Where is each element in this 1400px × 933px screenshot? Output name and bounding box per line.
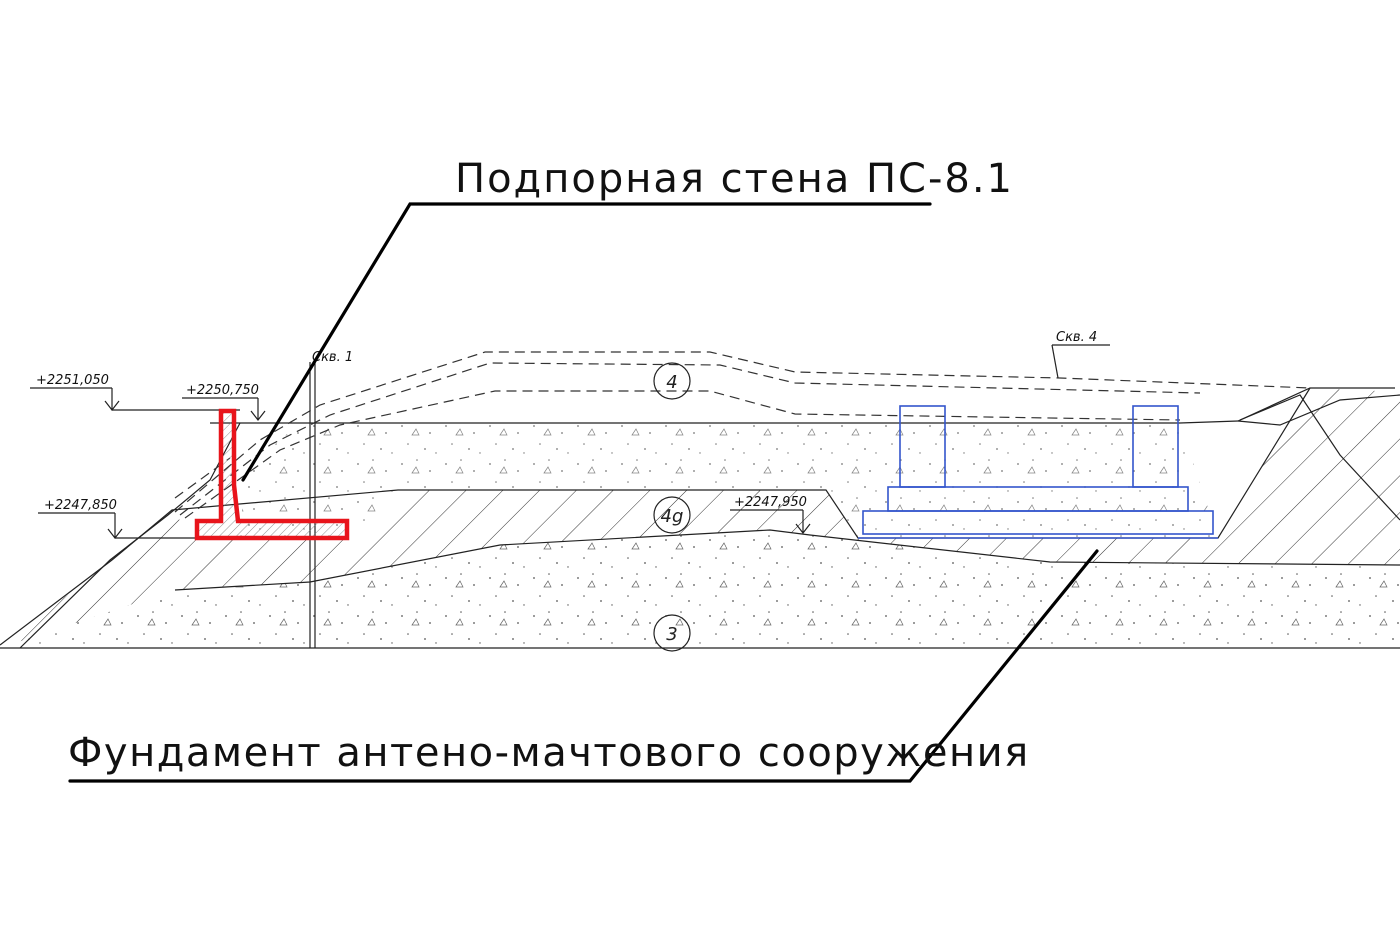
existing-terrain-2	[179, 362, 1201, 516]
borehole-1-label: Скв. 1	[312, 350, 353, 365]
right-slope-line	[1237, 394, 1400, 426]
elevation-mark-2: +2250,750	[182, 383, 266, 421]
retaining-wall	[194, 408, 350, 541]
elevation-label-1: +2251,050	[36, 373, 109, 388]
inner-slope-line	[1239, 394, 1400, 521]
soil-layer-3	[0, 530, 1400, 648]
borehole-4-label: Скв. 4	[1056, 330, 1097, 345]
retaining-wall-leader	[241, 202, 932, 482]
elevation-mark-4: +2247,950	[730, 495, 811, 534]
layer-4g-marker	[653, 496, 691, 534]
elevation-label-2: +2250,750	[186, 383, 259, 398]
layer-4-number: 4	[666, 372, 677, 393]
retaining-wall-callout: Подпорная стена ПС-8.1	[455, 156, 1014, 202]
soil-layer-4g	[0, 388, 1400, 648]
elevation-label-4: +2247,950	[734, 495, 807, 510]
foundation-leader	[68, 549, 1099, 783]
mast-foundation	[858, 405, 1218, 539]
layer-3-number: 3	[666, 624, 677, 645]
existing-terrain-3	[184, 390, 1181, 519]
elevation-mark-1: +2251,050	[30, 373, 240, 411]
layer-3-marker	[653, 614, 691, 652]
existing-terrain-1	[174, 351, 1311, 513]
foundation-callout: Фундамент антено-мачтового сооружения	[68, 730, 1030, 776]
layer-4g-number: 4g	[661, 506, 684, 527]
borehole-4-leader	[1051, 344, 1059, 379]
elevation-mark-3: +2247,850	[38, 498, 200, 539]
elevation-label-3: +2247,850	[44, 498, 117, 513]
ground-line-upper	[210, 387, 1395, 424]
layer-4-marker	[653, 362, 691, 400]
